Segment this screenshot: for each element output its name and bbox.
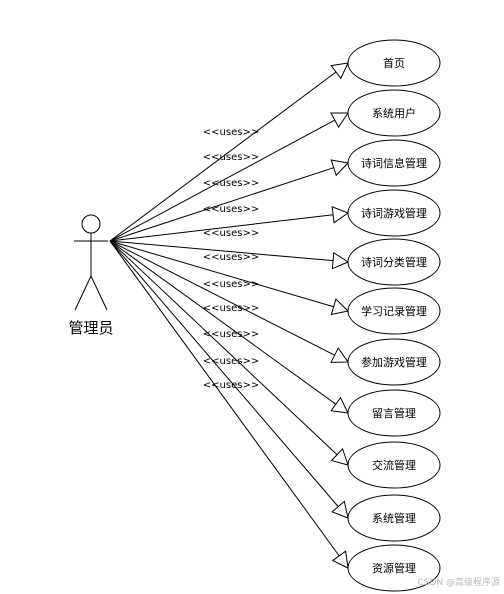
- actor-left-leg: [74, 275, 92, 311]
- use-case[interactable]: 首页: [347, 39, 441, 87]
- association-edges: <<uses>> <<uses>> <<uses>> <<uses>> <<uses>>…: [109, 62, 350, 569]
- use-case[interactable]: 系统管理: [347, 494, 441, 542]
- arrowhead: [330, 112, 349, 129]
- arrowhead: [330, 62, 349, 80]
- actor-head: [81, 214, 101, 234]
- use-case-ellipse[interactable]: [347, 238, 441, 286]
- uses-stereotype-label: <<uses>>: [203, 252, 259, 263]
- watermark-text: CSDN @高级程序源: [417, 576, 500, 588]
- use-case[interactable]: 交流管理: [347, 441, 441, 489]
- association-line: [109, 240, 340, 557]
- arrowhead: [330, 159, 350, 177]
- use-case[interactable]: 留言管理: [347, 389, 441, 437]
- use-case[interactable]: 系统用户: [347, 89, 441, 137]
- arrowhead: [330, 298, 350, 316]
- use-case-label: 留言管理: [372, 406, 416, 420]
- use-case-ellipse[interactable]: [347, 287, 441, 335]
- uses-stereotype-label: <<uses>>: [203, 303, 259, 314]
- association-line: [109, 240, 334, 262]
- use-case-ellipse[interactable]: [347, 494, 441, 542]
- uses-stereotype-label: <<uses>>: [203, 279, 259, 290]
- arrowhead: [330, 447, 349, 466]
- actor-name: 管理员: [68, 319, 113, 337]
- use-case-ellipse[interactable]: [347, 389, 441, 437]
- actor: 管理员: [68, 214, 114, 337]
- arrowhead: [331, 500, 349, 519]
- association-line: [109, 240, 335, 356]
- use-case[interactable]: 资源管理: [347, 544, 441, 592]
- use-case-ellipse[interactable]: [347, 89, 441, 137]
- association-line: [109, 119, 336, 242]
- uses-stereotype-label: <<uses>>: [203, 204, 259, 215]
- use-case-label: 诗词信息管理: [361, 156, 427, 170]
- use-case-label: 参加游戏管理: [361, 355, 427, 369]
- use-case-label: 系统管理: [372, 511, 416, 525]
- use-case-label: 首页: [383, 56, 405, 70]
- uses-stereotype-label: <<uses>>: [203, 178, 259, 189]
- actor-right-leg: [90, 275, 108, 311]
- uses-stereotype-label: <<uses>>: [203, 152, 259, 163]
- arrowhead: [330, 396, 349, 414]
- use-case-ellipse[interactable]: [347, 189, 441, 237]
- uses-stereotype-label: <<uses>>: [203, 356, 259, 367]
- association-line: [109, 240, 334, 308]
- use-case[interactable]: 诗词分类管理: [347, 238, 441, 286]
- use-case-label: 学习记录管理: [361, 304, 427, 318]
- association-line: [109, 214, 334, 242]
- association-line: [109, 167, 334, 242]
- association-line: [109, 240, 337, 405]
- use-case[interactable]: 诗词信息管理: [347, 139, 441, 187]
- uses-stereotype-label: <<uses>>: [203, 127, 259, 138]
- use-case-label: 资源管理: [372, 561, 416, 575]
- uses-stereotype-label: <<uses>>: [203, 228, 259, 239]
- arrowhead: [331, 251, 350, 270]
- use-case[interactable]: 学习记录管理: [347, 287, 441, 335]
- use-case-label: 系统用户: [372, 106, 416, 120]
- association-line: [109, 240, 339, 507]
- use-case-label: 交流管理: [372, 458, 416, 472]
- use-case-label: 诗词分类管理: [361, 255, 427, 269]
- association-line: [109, 71, 337, 242]
- uses-stereotype-label: <<uses>>: [203, 380, 259, 391]
- use-case[interactable]: 参加游戏管理: [347, 338, 441, 386]
- uses-stereotype-label: <<uses>>: [203, 329, 259, 340]
- use-cases: 首页系统用户诗词信息管理诗词游戏管理诗词分类管理学习记录管理参加游戏管理留言管理…: [347, 39, 441, 592]
- use-case[interactable]: 诗词游戏管理: [347, 189, 441, 237]
- use-case-ellipse[interactable]: [347, 139, 441, 187]
- arrowhead: [330, 347, 349, 363]
- use-case-ellipse[interactable]: [347, 338, 441, 386]
- use-case-ellipse[interactable]: [347, 441, 441, 489]
- arrowhead: [331, 550, 349, 569]
- association-line: [109, 240, 338, 456]
- arrowhead: [331, 206, 350, 224]
- use-case-ellipse[interactable]: [347, 544, 441, 592]
- use-case-ellipse[interactable]: [347, 39, 441, 87]
- use-case-label: 诗词游戏管理: [361, 206, 427, 220]
